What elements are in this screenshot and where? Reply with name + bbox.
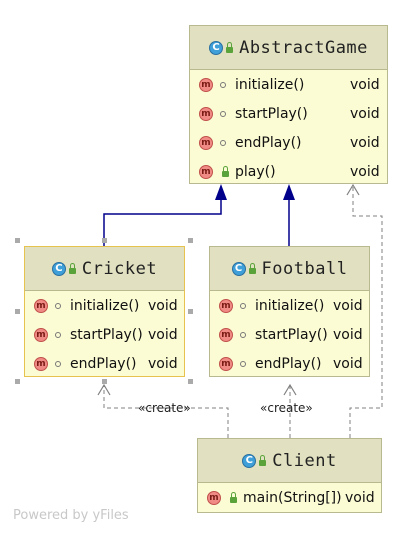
dependency-arrowhead	[283, 383, 297, 396]
method-name: initialize()	[235, 76, 305, 93]
method-icon: m	[34, 356, 48, 371]
method-row[interactable]: m startPlay() void	[190, 99, 387, 128]
package-visibility-icon	[240, 331, 246, 338]
method-icon: m	[199, 164, 213, 179]
method-icon: m	[219, 327, 233, 342]
method-name: startPlay()	[235, 105, 308, 122]
class-client[interactable]: C Client m main(String[]) void	[197, 438, 382, 513]
method-icon: m	[34, 327, 48, 342]
class-cricket[interactable]: C Cricket m initialize() void m startPla…	[24, 246, 185, 377]
method-name: endPlay()	[255, 355, 322, 372]
public-lock-icon	[226, 42, 234, 53]
method-icon: m	[207, 490, 221, 505]
method-name: endPlay()	[235, 134, 302, 151]
method-return-type: void	[350, 76, 380, 93]
public-lock-icon	[230, 492, 237, 503]
method-name: initialize()	[70, 297, 140, 314]
method-icon: m	[199, 106, 213, 121]
method-icon: m	[219, 298, 233, 313]
method-row[interactable]: m initialize() void	[210, 291, 369, 320]
method-name: endPlay()	[70, 355, 137, 372]
class-abstractgame[interactable]: C AbstractGame m initialize() void m sta…	[189, 25, 388, 184]
class-name: AbstractGame	[239, 37, 368, 58]
method-name: initialize()	[255, 297, 325, 314]
method-return-type: void	[148, 297, 178, 314]
class-header: C AbstractGame	[190, 26, 387, 70]
method-icon: m	[199, 77, 213, 92]
selection-handle[interactable]	[102, 238, 107, 243]
package-visibility-icon	[55, 331, 61, 338]
method-name: startPlay()	[255, 326, 328, 343]
method-row[interactable]: m initialize() void	[190, 70, 387, 99]
method-name: startPlay()	[70, 326, 143, 343]
class-name: Cricket	[81, 258, 158, 279]
method-return-type: void	[345, 489, 375, 506]
create-stereotype-label: «create»	[138, 401, 191, 415]
method-icon: m	[219, 356, 233, 371]
inheritance-edge-cricket	[103, 200, 222, 246]
public-lock-icon	[248, 263, 256, 274]
method-icon: m	[199, 135, 213, 150]
method-row[interactable]: m endPlay() void	[190, 128, 387, 157]
package-visibility-icon	[240, 360, 246, 367]
method-row[interactable]: m endPlay() void	[210, 349, 369, 378]
class-icon: C	[242, 453, 257, 468]
package-visibility-icon	[220, 110, 226, 117]
method-row[interactable]: m startPlay() void	[210, 320, 369, 349]
method-row[interactable]: m play() void	[190, 157, 387, 186]
package-visibility-icon	[220, 81, 226, 88]
selection-handle[interactable]	[15, 309, 20, 314]
method-return-type: void	[148, 326, 178, 343]
class-header: C Football	[210, 247, 369, 291]
selection-handle[interactable]	[102, 379, 107, 384]
inheritance-arrowhead	[215, 184, 227, 200]
public-lock-icon	[68, 263, 76, 274]
dependency-arrowhead	[97, 383, 111, 396]
create-stereotype-label: «create»	[260, 401, 313, 415]
public-lock-icon	[259, 455, 267, 466]
method-return-type: void	[148, 355, 178, 372]
class-icon: C	[209, 40, 224, 55]
class-header: C Cricket	[25, 247, 184, 291]
method-return-type: void	[350, 134, 380, 151]
method-return-type: void	[333, 355, 363, 372]
class-name: Client	[272, 450, 337, 471]
selection-handle[interactable]	[188, 379, 193, 384]
dependency-edge-client-abstractgame	[349, 186, 383, 438]
inheritance-arrowhead	[283, 184, 295, 200]
method-row[interactable]: m initialize() void	[25, 291, 184, 320]
class-header: C Client	[198, 439, 381, 483]
selection-handle[interactable]	[15, 238, 20, 243]
selection-handle[interactable]	[15, 379, 20, 384]
selection-handle[interactable]	[188, 238, 193, 243]
method-row[interactable]: m startPlay() void	[25, 320, 184, 349]
package-visibility-icon	[55, 360, 61, 367]
dependency-arrowhead	[346, 183, 360, 196]
method-name: play()	[235, 163, 276, 180]
method-return-type: void	[333, 326, 363, 343]
method-row[interactable]: m endPlay() void	[25, 349, 184, 378]
method-icon: m	[34, 298, 48, 313]
public-lock-icon	[222, 166, 229, 177]
footer-credit: Powered by yFiles	[13, 508, 129, 523]
selection-handle[interactable]	[188, 309, 193, 314]
class-football[interactable]: C Football m initialize() void m startPl…	[209, 246, 370, 377]
method-return-type: void	[333, 297, 363, 314]
package-visibility-icon	[55, 302, 61, 309]
method-row[interactable]: m main(String[]) void	[198, 483, 381, 512]
package-visibility-icon	[220, 139, 226, 146]
class-icon: C	[231, 261, 246, 276]
method-return-type: void	[350, 163, 380, 180]
method-name: main(String[])	[243, 489, 342, 506]
class-icon: C	[51, 261, 66, 276]
package-visibility-icon	[240, 302, 246, 309]
class-name: Football	[261, 258, 348, 279]
method-return-type: void	[350, 105, 380, 122]
dependency-edge-client-cricket	[103, 386, 229, 438]
